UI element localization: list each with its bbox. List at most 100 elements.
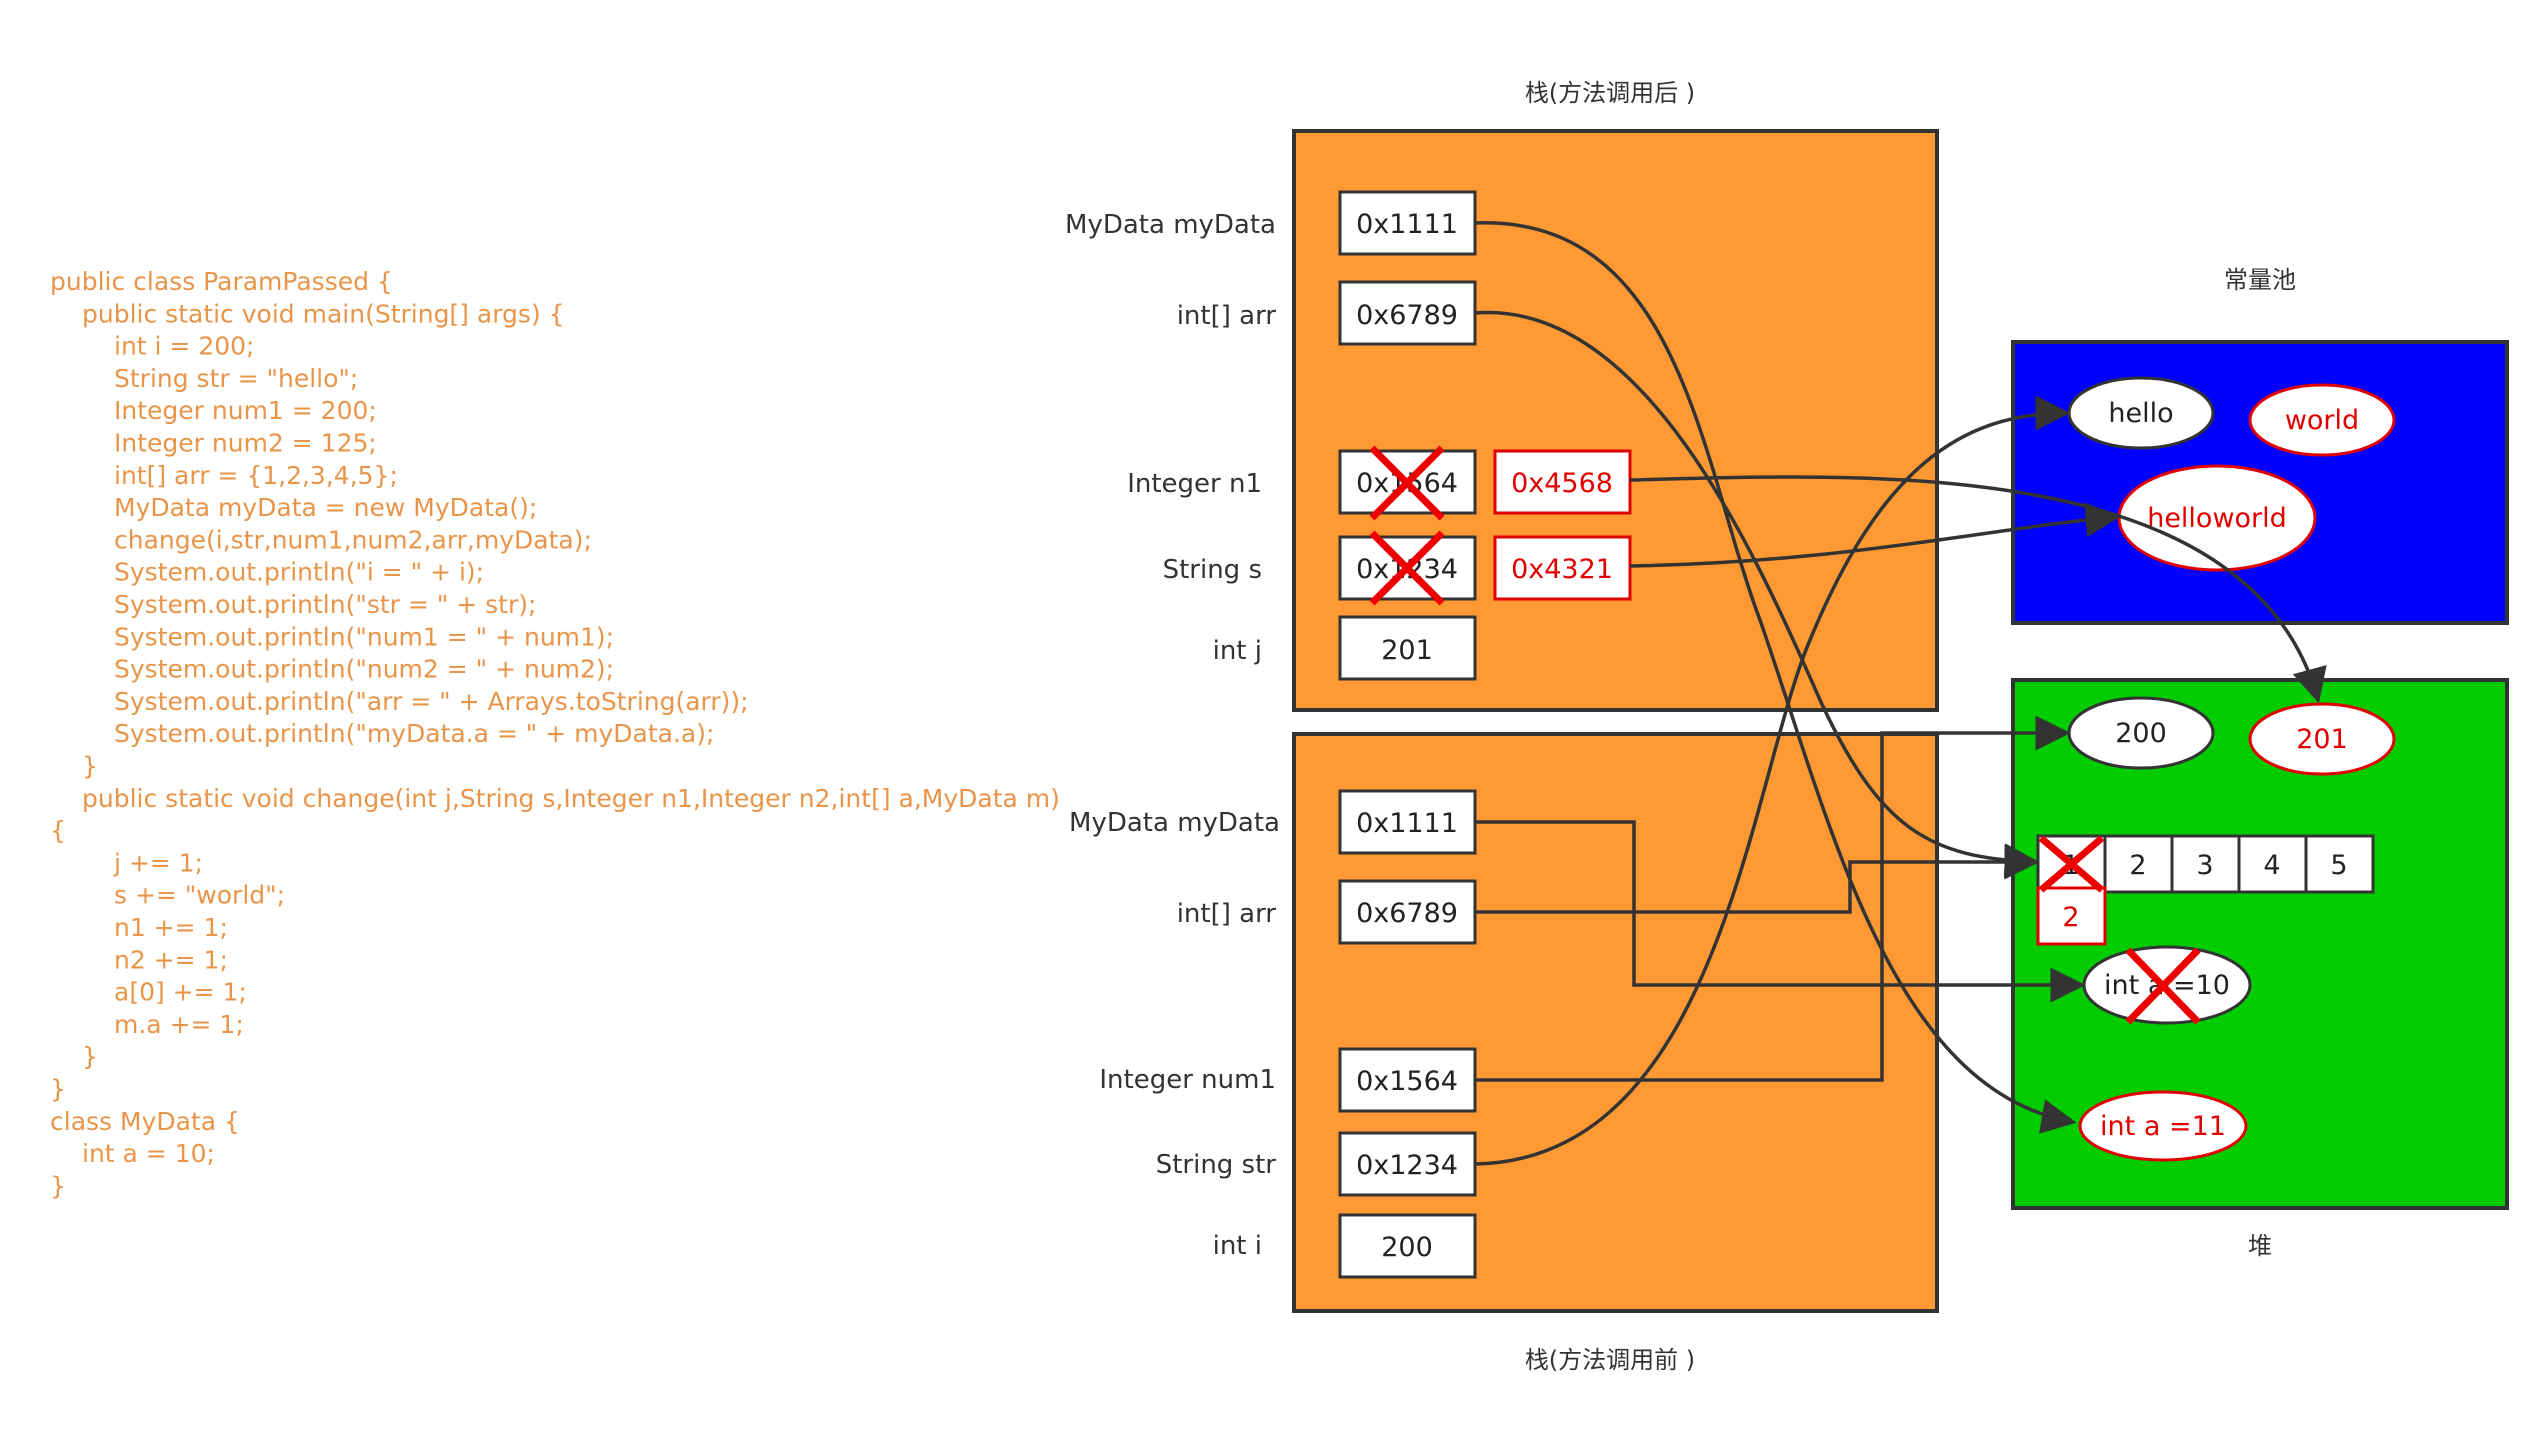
code-line: int a = 10; — [82, 1139, 215, 1168]
int-array: 1 2 3 4 5 — [2036, 834, 2375, 894]
code-line: public class ParamPassed { — [50, 267, 393, 296]
code-line: System.out.println("myData.a = " + myDat… — [114, 719, 714, 748]
value-text: 0x1111 — [1356, 209, 1458, 240]
array-cell — [2237, 834, 2308, 894]
array-new-first-text: 2 — [2062, 902, 2079, 933]
reference-arrows — [1474, 221, 2327, 1166]
array-cell-text: 5 — [2330, 850, 2347, 881]
new-value-text: 0x4568 — [1511, 468, 1613, 499]
array-cell — [2170, 834, 2241, 894]
value-text: 0x6789 — [1356, 898, 1458, 929]
new-value-text: 0x4321 — [1511, 554, 1613, 585]
array-new-first-cell — [2036, 886, 2107, 946]
ref-arrow — [1474, 395, 2071, 1166]
ref-arrow — [1629, 475, 2327, 704]
code-line: Integer num1 = 200; — [114, 396, 377, 425]
new-value-box — [1493, 449, 1632, 515]
stack-before-labels: MyData myData int[] arr Integer num1 Str… — [1069, 808, 1280, 1261]
code-line: } — [50, 1171, 66, 1200]
array-cell — [2304, 834, 2375, 894]
stack-before-title: 栈(方法调用前 ) — [1525, 1346, 1695, 1374]
code-line: j += 1; — [113, 848, 203, 877]
source-code: public class ParamPassed { public static … — [50, 267, 1060, 1200]
value-text: 201 — [1381, 635, 1433, 666]
ref-arrow — [1474, 221, 2077, 1134]
string-helloworld-text: helloworld — [2147, 503, 2287, 534]
heap-title: 堆 — [2248, 1232, 2272, 1260]
ref-arrow — [1629, 502, 2121, 568]
value-box — [1338, 879, 1477, 945]
value-text: 0x6789 — [1356, 300, 1458, 331]
code-line: Integer num2 = 125; — [114, 429, 377, 458]
code-line: System.out.println("num1 = " + num1); — [114, 622, 614, 651]
code-line: int[] arr = {1,2,3,4,5}; — [114, 461, 398, 490]
new-value-box — [1493, 535, 1632, 601]
code-line: String str = "hello"; — [114, 364, 358, 393]
var-label: int i — [1213, 1231, 1262, 1261]
array-cell-text: 4 — [2263, 850, 2280, 881]
code-line: } — [82, 752, 98, 781]
code-line: MyData myData = new MyData(); — [114, 493, 537, 522]
stack-after-labels: MyData myData int[] arr Integer n1 Strin… — [1065, 210, 1276, 666]
object-new-text: int a =11 — [2100, 1111, 2226, 1142]
var-label: MyData myData — [1065, 210, 1276, 240]
value-text: 0x1234 — [1356, 1150, 1458, 1181]
code-line: public static void main(String[] args) { — [82, 299, 565, 328]
ref-arrow — [1475, 715, 2071, 1082]
invalidated-marks — [1369, 445, 2201, 1025]
integer-200-text: 200 — [2115, 718, 2167, 749]
integer-201-text: 201 — [2296, 724, 2348, 755]
ref-arrow — [1475, 844, 2040, 914]
code-line: m.a += 1; — [114, 1010, 244, 1039]
code-line: n1 += 1; — [114, 913, 228, 942]
var-label: int[] arr — [1177, 301, 1277, 331]
value-box — [1338, 615, 1477, 681]
array-cell — [2103, 834, 2174, 894]
string-hello-text: hello — [2108, 398, 2173, 429]
code-line: class MyData { — [50, 1107, 240, 1136]
value-box — [1338, 1131, 1477, 1197]
var-label: MyData myData — [1069, 808, 1280, 838]
code-line: a[0] += 1; — [114, 978, 247, 1007]
code-line: System.out.println("str = " + str); — [114, 590, 536, 619]
code-line: System.out.println("arr = " + Arrays.toS… — [114, 687, 749, 716]
stack-before-values: 0x1111 0x6789 0x1564 0x1234 200 — [1338, 789, 1477, 1279]
array-cell-text: 3 — [2196, 850, 2213, 881]
value-box — [1338, 280, 1477, 346]
value-text: 0x1564 — [1356, 1066, 1458, 1097]
value-text: 0x1111 — [1356, 808, 1458, 839]
stack-after-title: 栈(方法调用后 ) — [1525, 79, 1695, 107]
code-line: n2 += 1; — [114, 945, 228, 974]
cross-mark — [1369, 445, 1445, 521]
string-world-text: world — [2285, 405, 2359, 436]
heap-contents: 200 201 1 2 3 4 5 2 int a =10 int a =11 — [2036, 696, 2396, 1162]
code-line: change(i,str,num1,num2,arr,myData); — [114, 525, 592, 554]
var-label: int[] arr — [1177, 899, 1277, 929]
code-line: } — [50, 1075, 66, 1104]
value-box — [1338, 1213, 1477, 1279]
var-label: String s — [1163, 555, 1262, 585]
value-box — [1338, 1047, 1477, 1113]
cross-mark — [2125, 947, 2201, 1025]
code-line: { — [50, 816, 66, 845]
cross-mark — [1369, 530, 1445, 606]
ref-arrow — [1474, 310, 2040, 879]
code-line: public static void change(int j,String s… — [82, 784, 1060, 813]
ref-arrow — [1475, 820, 2086, 1003]
constant-pool-title: 常量池 — [2224, 266, 2296, 294]
code-line: System.out.println("num2 = " + num2); — [114, 655, 614, 684]
var-label: String str — [1156, 1150, 1277, 1180]
code-line: int i = 200; — [114, 332, 254, 361]
var-label: Integer num1 — [1099, 1065, 1276, 1095]
object-new — [2078, 1090, 2248, 1162]
value-text: 200 — [1381, 1232, 1433, 1263]
code-line: s += "world"; — [114, 881, 285, 910]
value-box — [1338, 789, 1477, 855]
var-label: int j — [1213, 636, 1262, 666]
integer-201 — [2248, 702, 2396, 776]
array-cell-text: 2 — [2129, 850, 2146, 881]
code-line: System.out.println("i = " + i); — [114, 558, 484, 587]
var-label: Integer n1 — [1127, 469, 1262, 499]
string-world — [2248, 383, 2396, 457]
